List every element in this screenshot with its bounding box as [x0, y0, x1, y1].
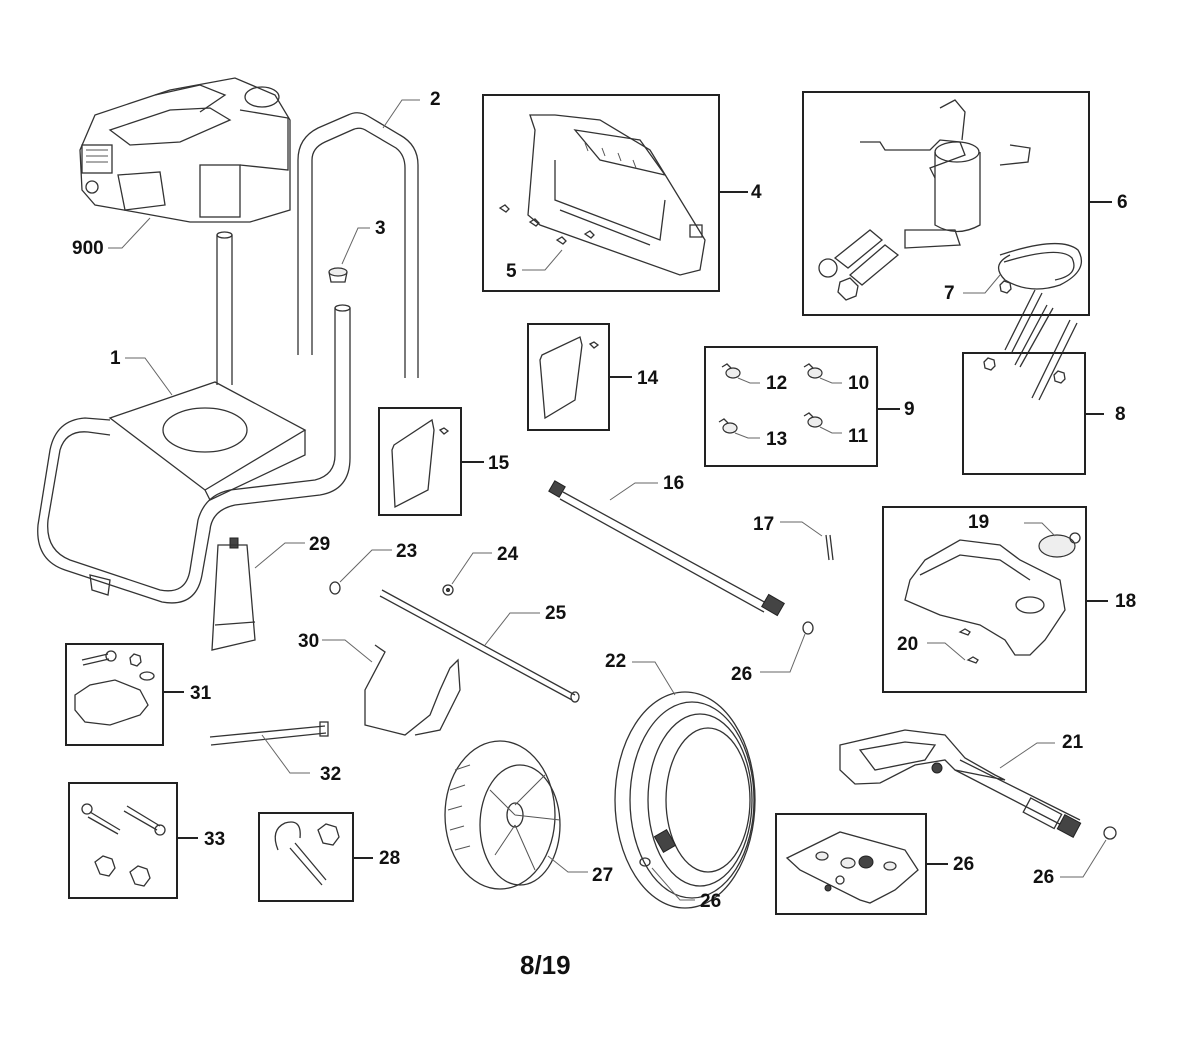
detergent-tank-drawing: [904, 522, 1108, 664]
callout-6: 6: [1117, 192, 1128, 213]
callout-18: 18: [1115, 591, 1137, 612]
callout-19: 19: [968, 512, 990, 533]
callout-25: 25: [545, 603, 567, 624]
bolt-32-drawing: [209, 721, 329, 774]
callout-21: 21: [1062, 732, 1084, 753]
o-ring-kit-drawing: [785, 831, 948, 904]
callout-1: 1: [110, 348, 121, 369]
pump-drawing: [818, 99, 1112, 301]
callout-26-hose: 26: [700, 891, 722, 912]
wheel-drawing: [444, 740, 588, 890]
callout-26-gun: 26: [1033, 867, 1055, 888]
callout-3: 3: [375, 218, 386, 239]
decal-14-box: [527, 323, 610, 431]
callout-9: 9: [904, 399, 915, 420]
handle-knob-kit-box: [68, 782, 178, 899]
callout-28: 28: [379, 848, 401, 869]
callout-12: 12: [766, 373, 788, 394]
callout-22: 22: [605, 651, 627, 672]
callout-900: 900: [72, 238, 104, 259]
decal-15-box: [378, 407, 462, 516]
washer-24-drawing: [442, 552, 492, 596]
axle-drawing: [379, 589, 580, 703]
handle-drawing: [297, 99, 420, 378]
callout-30: 30: [298, 631, 320, 652]
callout-26-lance: 26: [731, 664, 753, 685]
ring-23-drawing: [329, 549, 392, 595]
callout-32: 32: [320, 764, 342, 785]
handle-knob-kit-drawing: [81, 803, 198, 887]
control-panel-kit-box: [482, 94, 720, 292]
callout-4: 4: [751, 182, 762, 203]
control-panel-drawing: [498, 114, 748, 276]
nozzle-kit-box: [704, 346, 878, 467]
callout-33: 33: [204, 829, 226, 850]
callout-7: 7: [944, 283, 955, 304]
hook-kit-drawing: [274, 821, 373, 886]
decal-15-drawing: [391, 418, 484, 509]
callout-14: 14: [637, 368, 659, 389]
frame-drawing: [37, 231, 351, 604]
handle-cap-drawing: [328, 227, 370, 283]
o-ring-kit-box: [775, 813, 927, 915]
callout-16: 16: [663, 473, 685, 494]
callout-27: 27: [592, 865, 614, 886]
page-indicator: 8/19: [520, 950, 571, 980]
callout-31: 31: [190, 683, 212, 704]
callout-23: 23: [396, 541, 418, 562]
lance-drawing: [548, 480, 814, 673]
hook-kit-box: [258, 812, 354, 902]
pin-drawing: [780, 521, 834, 561]
nozzle-kit-drawing: [718, 363, 900, 439]
callout-10: 10: [848, 373, 870, 394]
bolt-kit-box: [962, 352, 1086, 475]
callout-5: 5: [506, 261, 517, 282]
callout-8: 8: [1115, 404, 1126, 425]
foot-kit-box: [65, 643, 164, 746]
decal-14-drawing: [539, 336, 632, 420]
spray-gun-drawing: [839, 729, 1117, 878]
callout-29: 29: [309, 534, 331, 555]
hose-hanger-drawing: [322, 639, 461, 736]
detergent-tank-kit-box: [882, 506, 1087, 693]
engine-drawing: [79, 77, 291, 223]
callout-2: 2: [430, 89, 441, 110]
hose-drawing: [614, 661, 756, 909]
pump-kit-box: [802, 91, 1090, 316]
engine-leader-line: [108, 217, 151, 249]
callout-24: 24: [497, 544, 519, 565]
callout-20: 20: [897, 634, 919, 655]
callout-17: 17: [753, 514, 775, 535]
callout-11: 11: [848, 426, 869, 447]
soap-tube-drawing: [211, 537, 305, 651]
foot-kit-drawing: [74, 650, 184, 726]
callout-15: 15: [488, 453, 510, 474]
callout-26-kit: 26: [953, 854, 975, 875]
callout-13: 13: [766, 429, 788, 450]
